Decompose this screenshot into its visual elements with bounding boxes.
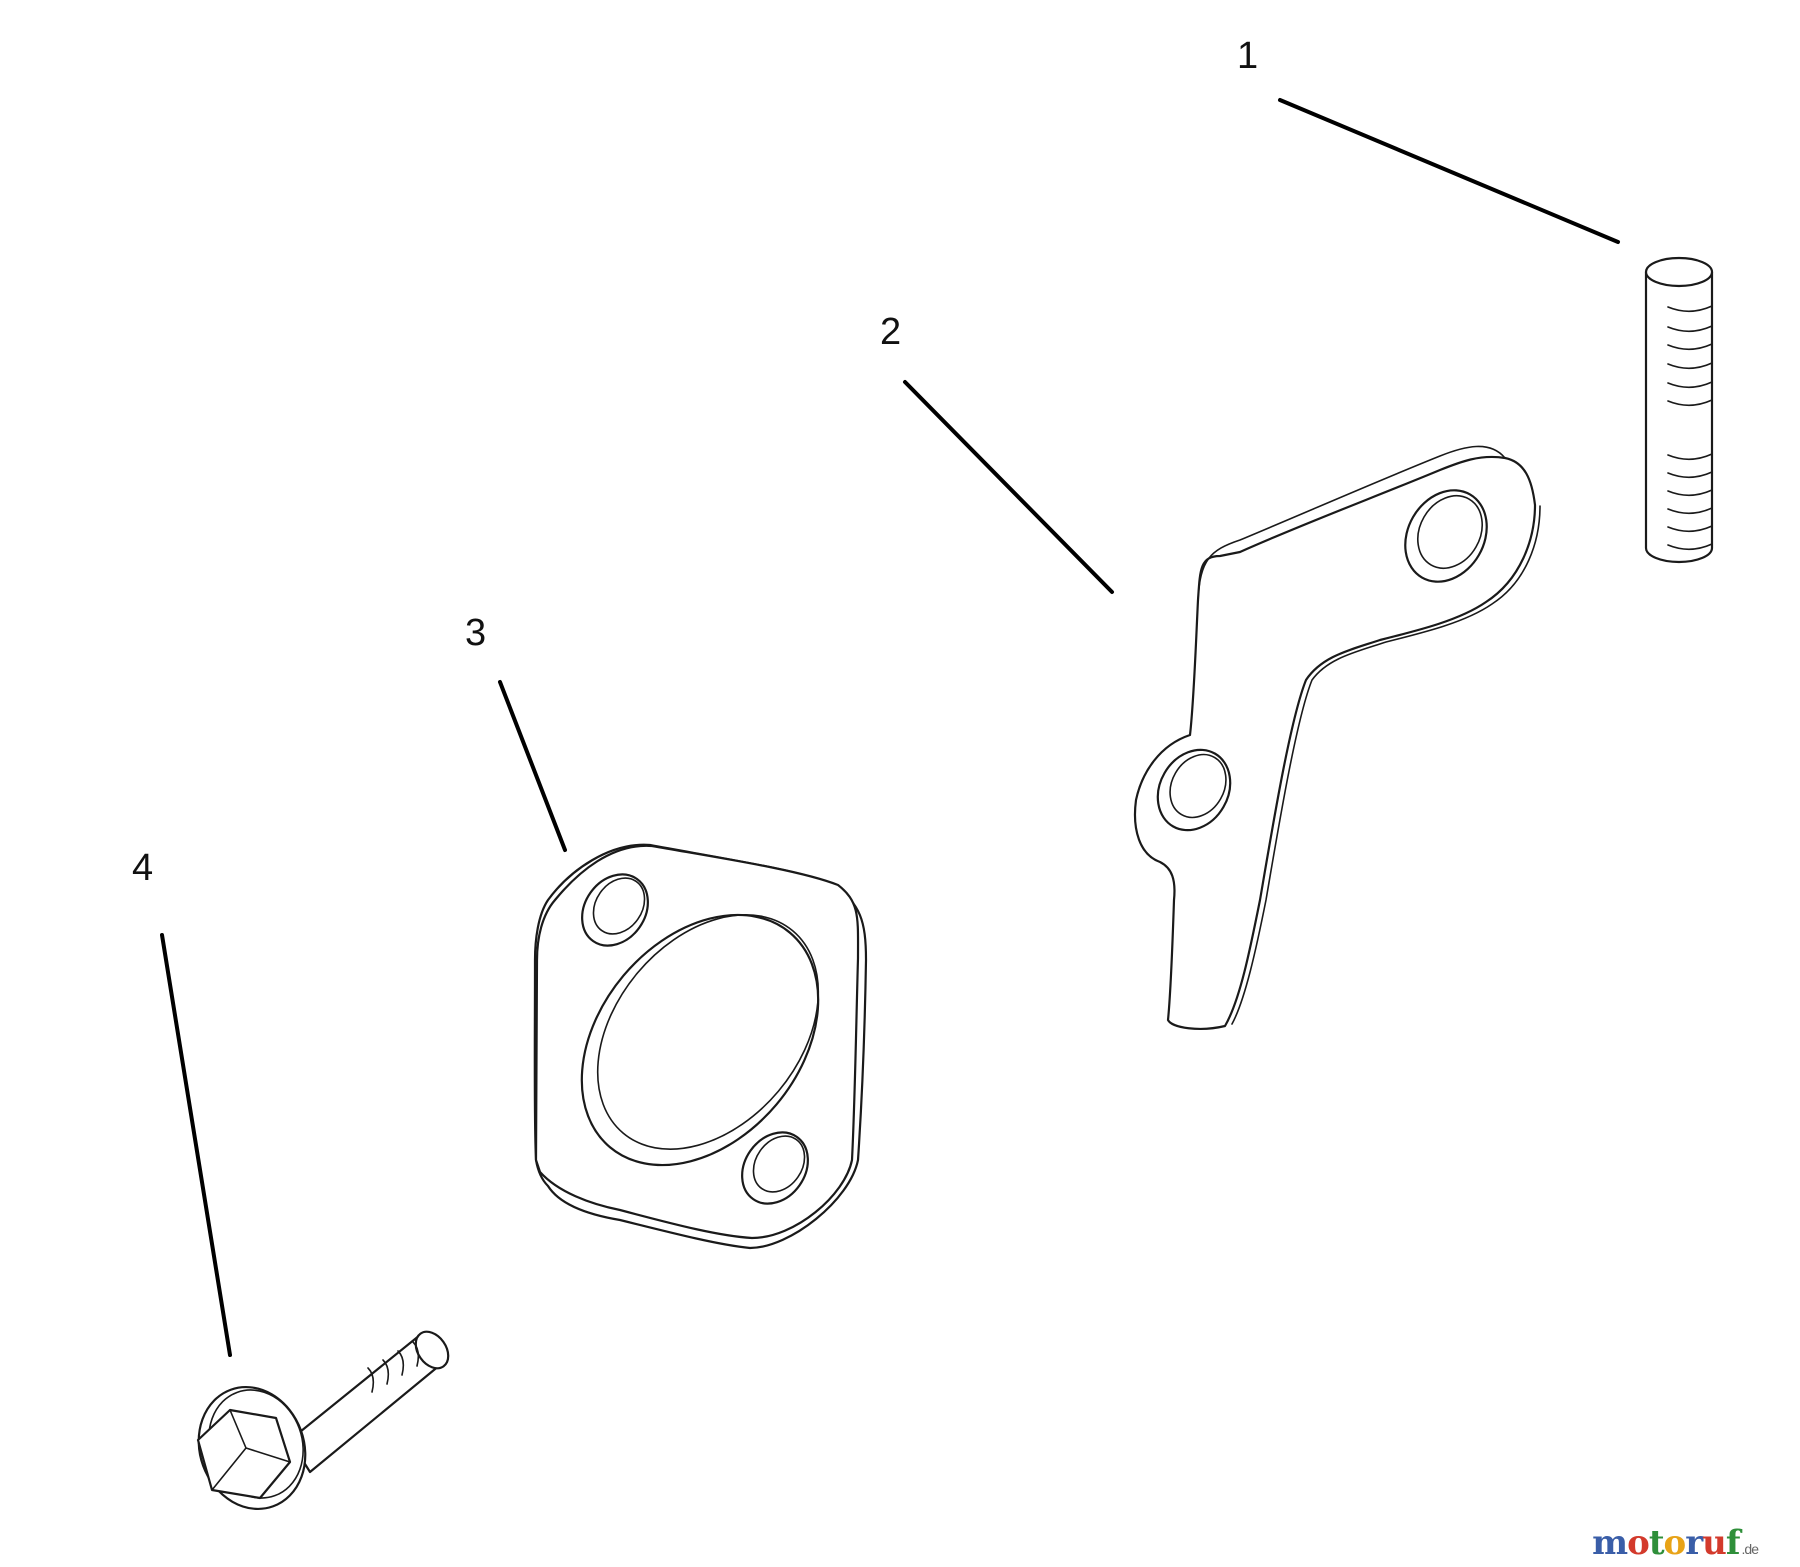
callout-number-3: 3	[465, 612, 486, 654]
leader-line-2	[903, 380, 1114, 594]
leader-line-1	[1278, 98, 1620, 244]
watermark-letter: f	[1725, 1523, 1741, 1563]
watermark-letter: r	[1685, 1523, 1703, 1563]
leader-line-4	[160, 933, 232, 1357]
callout-number-4: 4	[132, 847, 153, 889]
part-2-bracket	[1134, 445, 1541, 1030]
callout-number-2: 2	[880, 311, 901, 353]
leader-line-3	[498, 680, 567, 852]
watermark-letter: o	[1663, 1523, 1687, 1563]
callout-number-1: 1	[1237, 35, 1258, 77]
watermark-logo: motoruf.de	[1592, 1523, 1759, 1563]
part-1-threaded-pin	[1644, 256, 1714, 564]
part-3-flange-plate	[533, 843, 868, 1250]
watermark-letter: u	[1702, 1523, 1727, 1563]
part-4-hex-flange-bolt	[196, 1330, 450, 1511]
watermark-letter: m	[1592, 1523, 1628, 1563]
watermark-letter: t	[1648, 1523, 1665, 1563]
watermark-letter: o	[1627, 1523, 1650, 1563]
watermark-suffix: .de	[1741, 1541, 1759, 1557]
